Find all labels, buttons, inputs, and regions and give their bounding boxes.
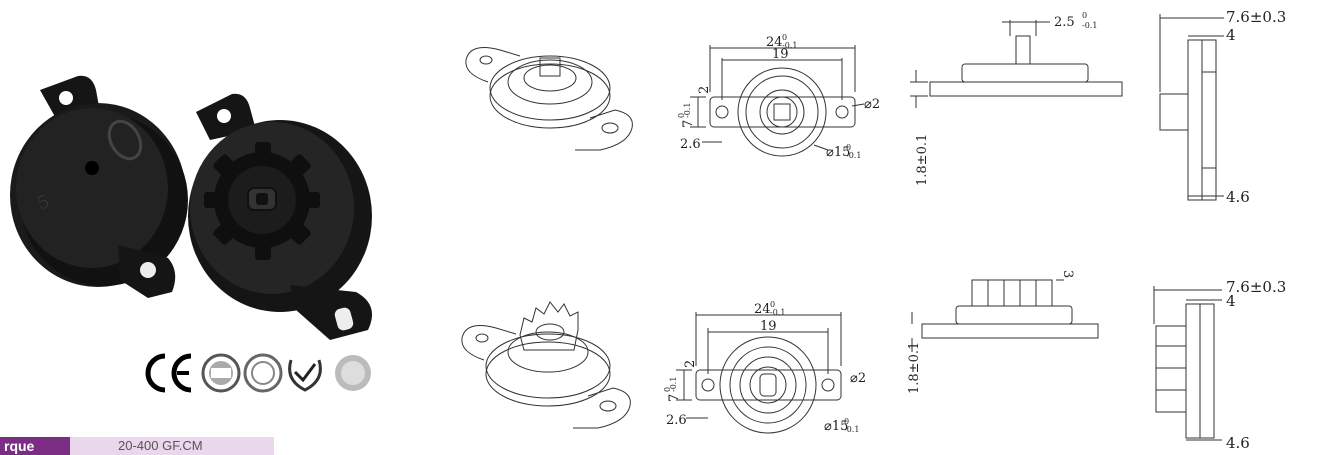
- dim-gear-height: 3: [1060, 270, 1075, 278]
- dim-overall-width-top-tol-lower: -0.1: [782, 41, 797, 50]
- dim-4-6-bottom: 4.6: [1226, 434, 1250, 452]
- dim-hole-dia-bottom: ⌀2: [850, 371, 866, 386]
- dim-edge-top: 2.6: [680, 137, 701, 152]
- damper-left-image: 5: [10, 75, 188, 298]
- dim-body-dia-bottom: ⌀15: [824, 419, 848, 434]
- dim-edge-bottom: 2.6: [666, 413, 687, 428]
- dim-side-offset-bottom: 2: [683, 360, 698, 368]
- side-view-bottom: [911, 279, 1099, 352]
- side-view-top: [910, 20, 1123, 108]
- product-photo: 5: [10, 75, 372, 340]
- dim-shaft-tol-upper: 0: [1082, 11, 1087, 20]
- dim-overall-width-bottom: 24: [754, 302, 771, 317]
- dim-inner-width-bottom: 19: [760, 319, 777, 334]
- dim-flange-height-top: 7: [681, 120, 696, 128]
- dim-4-6-top: 4.6: [1226, 188, 1250, 206]
- torque-value: 20-400 GF.CM: [70, 437, 274, 455]
- dim-4-top: 4: [1226, 26, 1236, 44]
- dim-overall-width-top-tol-upper: 0: [782, 33, 787, 42]
- dim-flange-height-bottom: 7: [667, 394, 682, 402]
- dim-inner-width-top: 19: [772, 47, 789, 62]
- dim-total-height-top: 7.6±0.3: [1226, 8, 1286, 26]
- ce-mark-icon: [145, 353, 192, 393]
- torque-badge: rque 20-400 GF.CM: [0, 437, 274, 455]
- dim-hole-dia-top: ⌀2: [864, 97, 880, 112]
- dim-total-height-bottom: 7.6±0.3: [1226, 278, 1286, 296]
- rohs-icon: [288, 359, 322, 392]
- dim-shaft: 2.5: [1054, 15, 1075, 30]
- dim-shaft-tol-lower: -0.1: [1082, 21, 1097, 30]
- torque-label: rque: [0, 437, 70, 455]
- dim-flange-tol-lower-top: -0.1: [683, 103, 692, 118]
- certification-logos: [145, 353, 371, 393]
- dim-body-dia-bottom-tol-lower: -0.1: [844, 425, 859, 434]
- dim-4-bottom: 4: [1226, 292, 1236, 310]
- dim-flange-tol-lower-bottom: -0.1: [669, 377, 678, 392]
- dim-side-offset-top: 2: [697, 86, 712, 94]
- iso-view-top: [465, 47, 633, 151]
- dim-overall-width-bottom-tol-lower: -0.1: [770, 308, 785, 317]
- dim-flange-tol-upper-top: 0: [677, 113, 686, 118]
- end-view-bottom: [1153, 286, 1222, 441]
- iso-14001-icon: [201, 353, 241, 393]
- iso-icon: [243, 353, 283, 393]
- front-view-top: [690, 45, 865, 157]
- technical-drawing: 24 0 -0.1 19 ⌀2 ⌀15 0 -0.1 7 0 -0.1 2 2.…: [461, 8, 1286, 452]
- damper-right-gear-image: [188, 93, 372, 340]
- dim-overall-width-bottom-tol-upper: 0: [770, 300, 775, 309]
- dim-overall-width-top: 24: [766, 35, 783, 50]
- dim-flange-tol-upper-bottom: 0: [663, 387, 672, 392]
- dim-body-dia-top-tol-upper: 0: [846, 143, 851, 152]
- iso-view-bottom: [461, 301, 631, 429]
- dim-body-dia-top-tol-lower: -0.1: [846, 151, 861, 160]
- dim-base-thickness-top: 1.8±0.1: [915, 134, 930, 186]
- dim-body-dia-top: ⌀15: [826, 145, 850, 160]
- dim-base-thickness-bottom: 1.8±0.1: [907, 342, 922, 394]
- end-view-top: [1159, 14, 1224, 201]
- dim-body-dia-bottom-tol-upper: 0: [844, 417, 849, 426]
- atf-icon: [335, 355, 371, 391]
- front-view-bottom: [676, 312, 842, 434]
